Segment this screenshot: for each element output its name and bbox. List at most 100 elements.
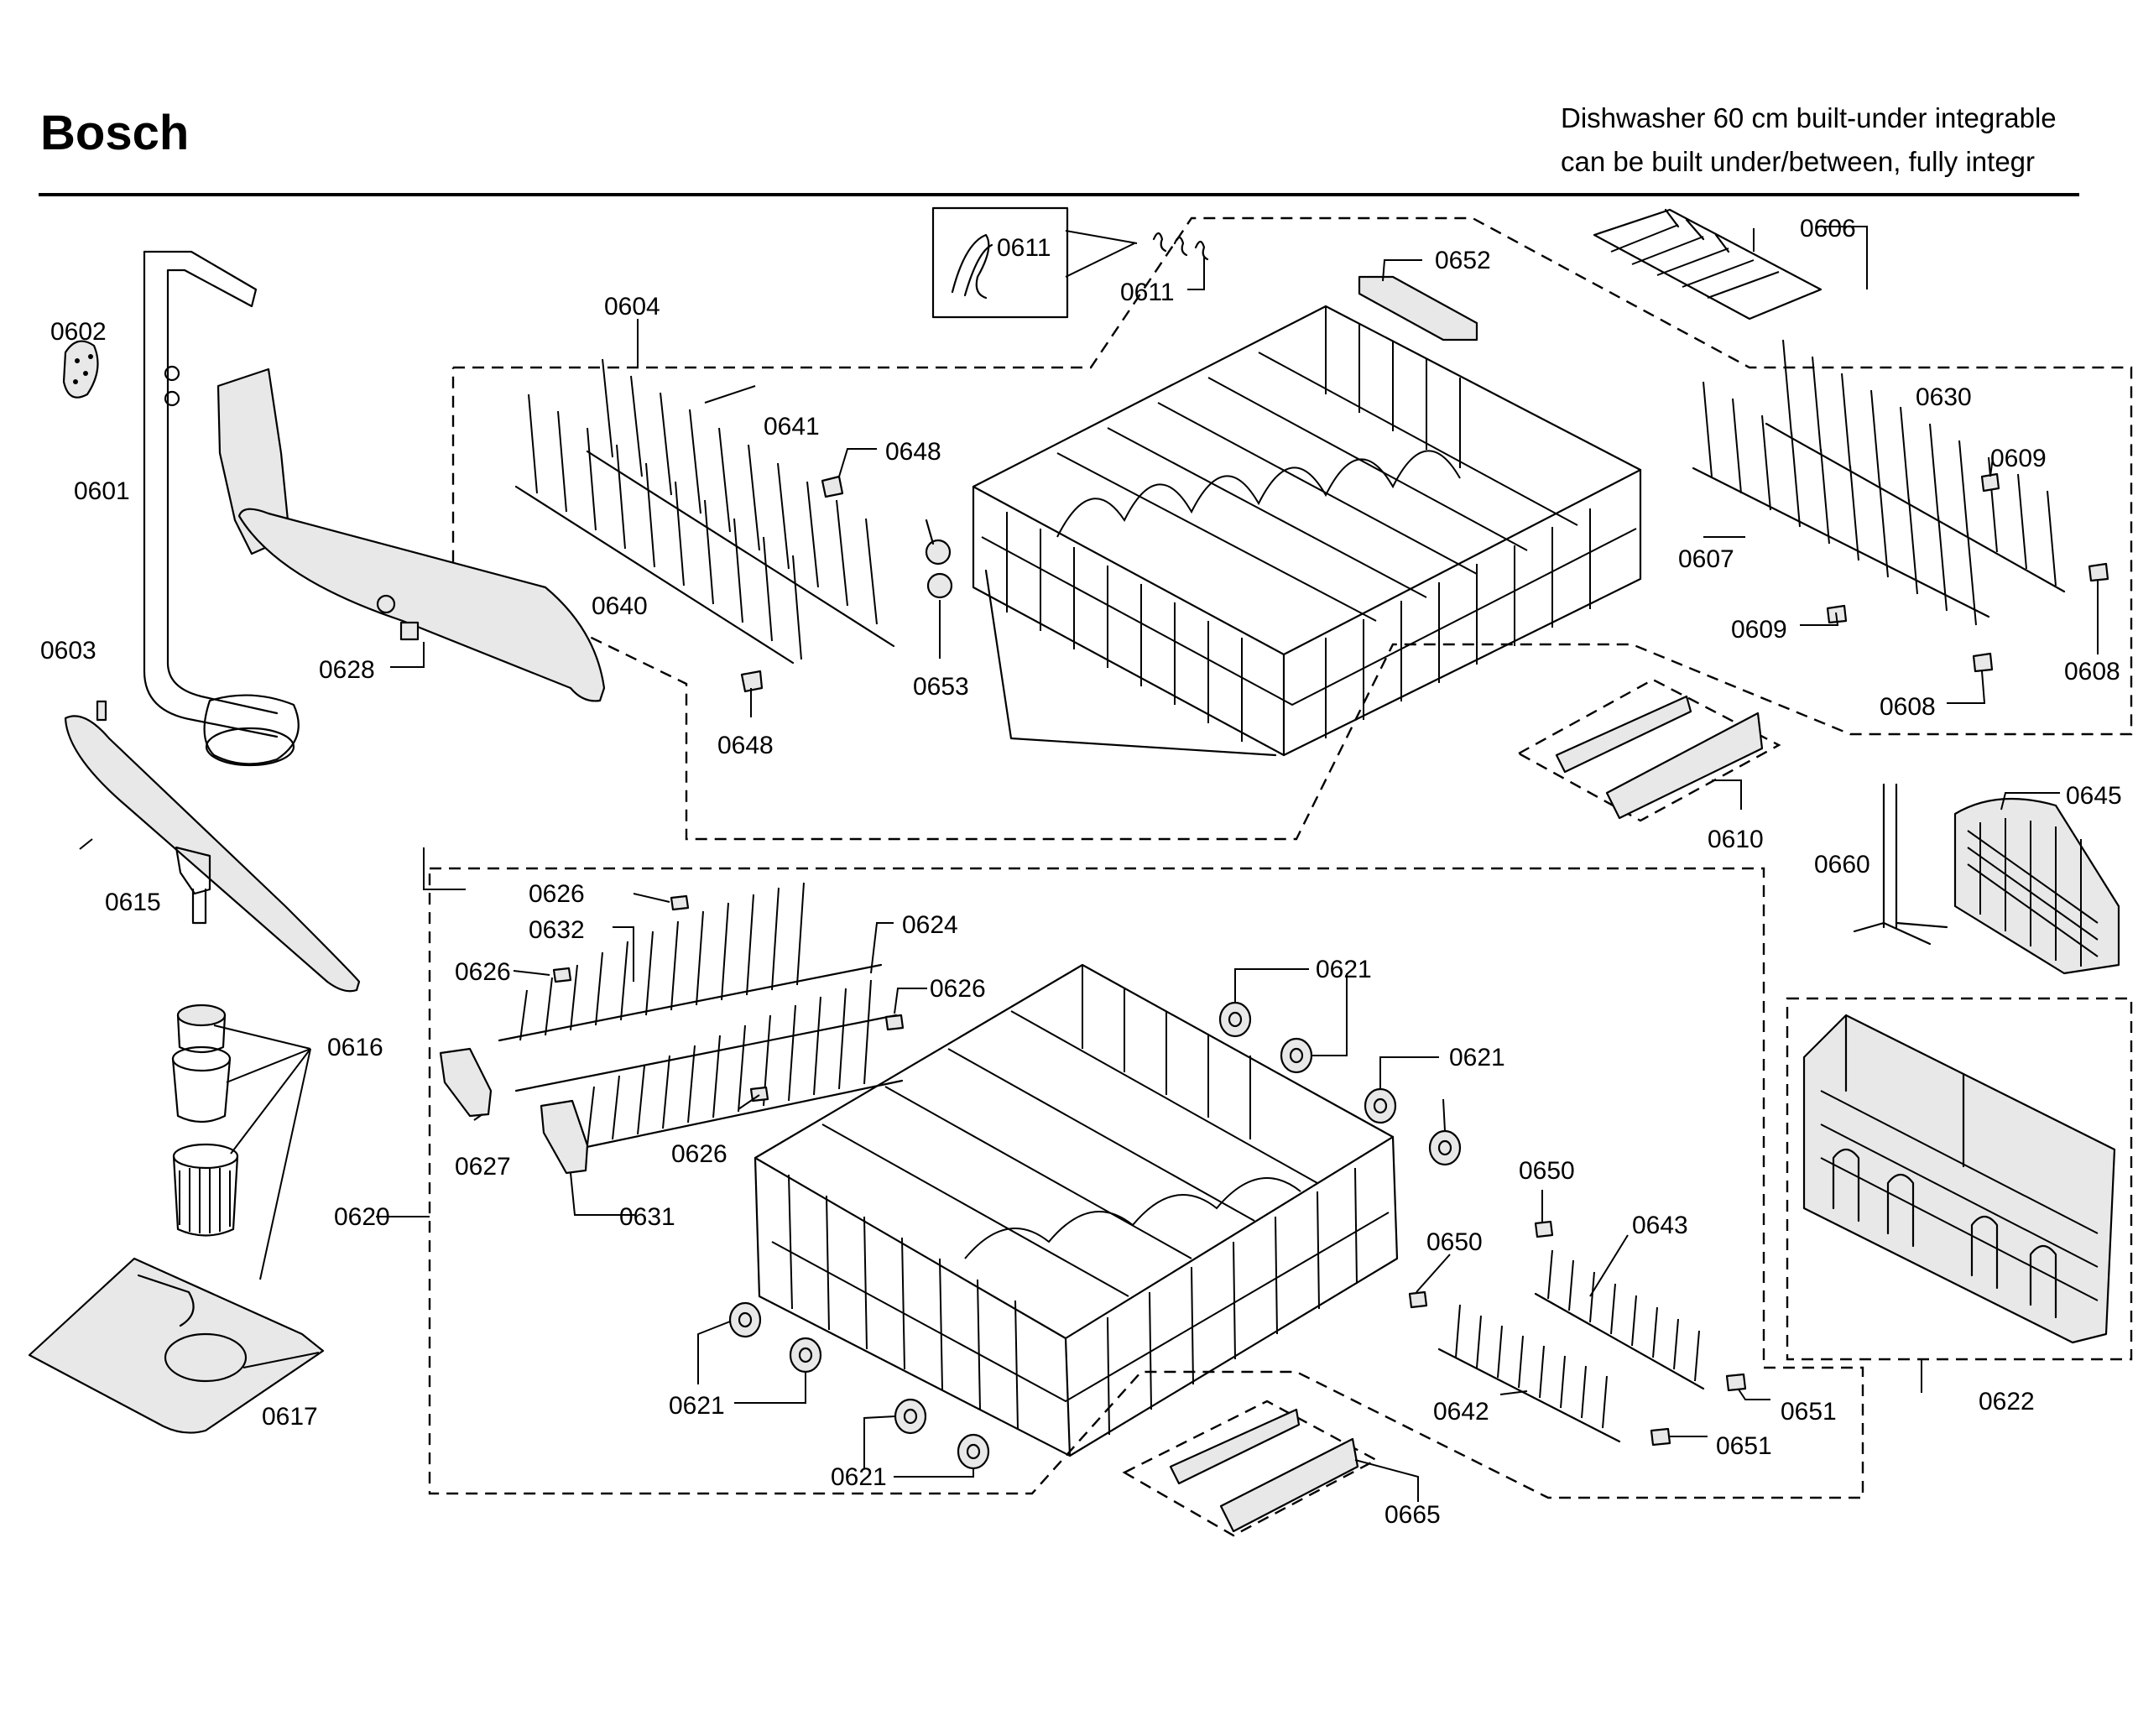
- front-trim-part: [1555, 695, 1764, 820]
- screw-part: [96, 700, 107, 722]
- callout-0645: 0645: [2066, 782, 2122, 810]
- cup-shelf-part: [1593, 208, 1823, 321]
- rack-clip-part-a: [821, 475, 844, 498]
- lower-basket-wheel-part-a: [1218, 1001, 1252, 1038]
- lower-front-trim-part: [1169, 1408, 1359, 1533]
- callout-0665: 0665: [1384, 1501, 1441, 1529]
- tine-rack-small-left-part: [1437, 1304, 1621, 1443]
- callout-0611: 0611: [1120, 279, 1175, 306]
- callout-0650-b: 0650: [1426, 1228, 1483, 1256]
- callout-0643: 0643: [1632, 1212, 1688, 1239]
- model-description-line2: can be built under/between, fully integr: [1561, 146, 2035, 177]
- callout-0648-upper: 0648: [885, 438, 941, 466]
- callout-0641: 0641: [764, 413, 820, 441]
- callout-0607: 0607: [1678, 545, 1734, 573]
- callout-0621-a: 0621: [1316, 956, 1372, 983]
- callout-0604: 0604: [604, 293, 660, 321]
- cutlery-insert-part: [1953, 797, 2120, 975]
- callout-0626-d: 0626: [671, 1140, 727, 1168]
- lower-front-trim-group-outline: [1122, 1400, 1379, 1537]
- callout-0606: 0606: [1800, 215, 1856, 242]
- rack-clip-part-k: [1534, 1220, 1554, 1238]
- callout-0642: 0642: [1433, 1398, 1489, 1426]
- rack-clip-part-c: [1980, 472, 2000, 493]
- lower-basket-wheel-part-e: [728, 1301, 762, 1338]
- callout-0648-lower: 0648: [717, 732, 774, 759]
- filter-plate-part: [28, 1257, 325, 1434]
- upper-basket-clip-part: [1358, 275, 1478, 341]
- upper-dish-basket-part: [972, 305, 1642, 757]
- upper-basket-group-outline: [451, 216, 2133, 841]
- callout-0615: 0615: [105, 889, 161, 916]
- upper-spray-arm-part: [216, 368, 606, 702]
- tine-rack-upper-left-part: [514, 358, 895, 665]
- rack-hook-part: [1152, 232, 1209, 261]
- callout-0651-a: 0651: [1781, 1398, 1837, 1426]
- lower-basket-wheel-part-b: [1280, 1037, 1313, 1074]
- callout-0621-c: 0621: [669, 1392, 725, 1420]
- tine-rack-small-right-part: [1534, 1249, 1705, 1390]
- callout-0640: 0640: [592, 592, 648, 620]
- rack-clip-part-n: [1650, 1427, 1671, 1447]
- callout-0621-d: 0621: [831, 1463, 887, 1491]
- rack-clip-part-m: [1725, 1373, 1747, 1392]
- callout-0626-c: 0626: [930, 975, 986, 1003]
- lower-spray-arm-part: [64, 715, 361, 993]
- callout-0622: 0622: [1979, 1388, 2035, 1415]
- callout-0627: 0627: [455, 1153, 511, 1181]
- callout-0652: 0652: [1435, 247, 1491, 274]
- rack-clip-part-l: [1408, 1290, 1428, 1309]
- callout-0630: 0630: [1916, 383, 1972, 411]
- nozzle-cap-part: [62, 340, 99, 399]
- rack-clip-part-f: [2088, 562, 2109, 582]
- cutlery-basket-group-outline: [1786, 997, 2133, 1361]
- leader-lines: [79, 226, 2099, 1502]
- lower-basket-wheel-part-g: [894, 1398, 927, 1435]
- callout-0621-b: 0621: [1449, 1044, 1505, 1071]
- filter-set-part: [171, 1004, 239, 1237]
- callout-0610: 0610: [1708, 826, 1764, 853]
- basket-wheel-assembly-part: [925, 519, 953, 599]
- rack-clip-part-b: [740, 670, 764, 693]
- callout-0660: 0660: [1814, 851, 1870, 878]
- lower-basket-wheel-part-d: [1428, 1129, 1462, 1166]
- callout-0601: 0601: [74, 477, 130, 505]
- callout-0603: 0603: [40, 637, 96, 665]
- callout-0650-a: 0650: [1519, 1157, 1575, 1185]
- callout-0626-a: 0626: [529, 880, 585, 908]
- lower-basket-wheel-part-f: [789, 1337, 822, 1374]
- callout-0609-lower: 0609: [1731, 616, 1787, 644]
- lower-basket-wheel-part-h: [957, 1433, 990, 1470]
- callout-labels: 0602 0601 0603 0615 0616 0617 0628 0604 …: [40, 215, 2122, 1529]
- callout-0608-left: 0608: [1880, 693, 1936, 721]
- rack-clip-part-i: [884, 1014, 905, 1031]
- rack-clip-part-e: [1972, 652, 1994, 673]
- rack-hook-inset: [931, 206, 1069, 319]
- callout-0620: 0620: [334, 1203, 390, 1231]
- supply-pipe-part: [143, 250, 300, 767]
- rack-clip-part-g: [670, 894, 690, 911]
- callout-0628: 0628: [319, 656, 375, 684]
- callout-0611-inset: 0611: [997, 234, 1051, 262]
- rack-clip-part-h: [552, 967, 572, 983]
- callout-0631: 0631: [619, 1203, 675, 1231]
- lower-dish-basket-part: [754, 963, 1399, 1457]
- tine-rack-upper-right-part: [1692, 339, 2066, 626]
- cutlery-basket-part: [1802, 1014, 2116, 1344]
- rack-holder-left-part: [439, 1047, 493, 1118]
- brand-title: Bosch: [40, 106, 189, 160]
- callout-0653: 0653: [913, 673, 969, 701]
- callout-0616: 0616: [327, 1034, 383, 1061]
- callout-0632: 0632: [529, 916, 585, 944]
- basket-holder-part: [1853, 783, 1948, 946]
- callout-0651-b: 0651: [1716, 1432, 1772, 1460]
- callout-0609-upper: 0609: [1990, 445, 2047, 472]
- rack-holder-right-part: [540, 1099, 589, 1175]
- lower-basket-wheel-part-c: [1364, 1087, 1397, 1124]
- callout-0624: 0624: [902, 911, 958, 939]
- callout-0608-right: 0608: [2064, 658, 2120, 686]
- callout-0602: 0602: [50, 318, 107, 346]
- model-description-line1: Dishwasher 60 cm built-under integrable: [1561, 102, 2057, 133]
- callout-0626-b: 0626: [455, 958, 511, 986]
